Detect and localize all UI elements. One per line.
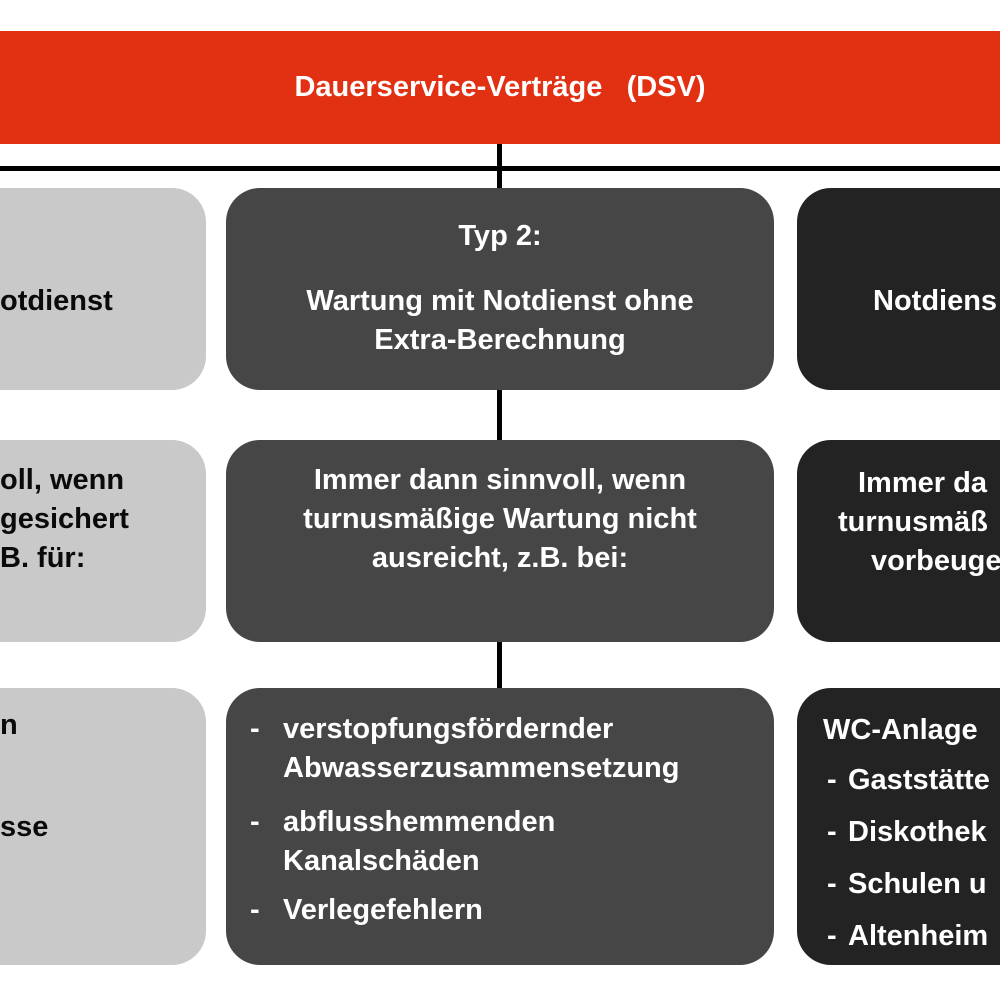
type-label: Typ 2:	[458, 220, 542, 252]
connector-vertical-row1-row2	[497, 390, 502, 440]
left-box-examples: n sse	[0, 688, 206, 965]
list-item: - Schulen u	[827, 865, 1000, 904]
bullet-dash: -	[827, 764, 837, 796]
header-bar: Dauerservice-Verträge (DSV)	[0, 31, 1000, 144]
bullet-dash: -	[827, 868, 837, 900]
text-line: sse	[0, 811, 49, 843]
connector-vertical-row2-row3	[497, 642, 502, 688]
left-box-title-text: otdienst	[0, 285, 113, 317]
text-line: B. für:	[0, 542, 86, 574]
list-item-text: Verlegefehlern	[283, 894, 483, 926]
text-line: n	[0, 709, 18, 741]
list-item-text: Schulen u	[848, 868, 987, 900]
list-item-text: abflusshemmenden Kanalschäden	[283, 806, 556, 877]
middle-box-usecase: Immer dann sinnvoll, wenn turnusmäßige W…	[226, 440, 774, 642]
text-line: Immer da	[858, 467, 987, 499]
right-box-title: Notdiens	[797, 188, 1000, 390]
examples-heading: WC-Anlage	[823, 714, 978, 746]
list-item: - Diskothek	[827, 813, 1000, 852]
list-item-text: Diskothek	[848, 816, 987, 848]
text-line: vorbeuge	[871, 545, 1000, 577]
bullet-dash: -	[250, 894, 260, 926]
type-description: Wartung mit Notdienst ohne Extra-Berechn…	[306, 285, 694, 356]
left-box-title: otdienst	[0, 188, 206, 390]
middle-box-usecase-text: Immer dann sinnvoll, wenn turnusmäßige W…	[303, 464, 697, 574]
text-line: turnusmäß	[838, 506, 988, 538]
header-title: Dauerservice-Verträge (DSV)	[294, 71, 706, 103]
middle-box-title-text: Typ 2: Wartung mit Notdienst ohne Extra-…	[236, 217, 764, 360]
list-item: - verstopfungsfördernder Abwasserzusamme…	[250, 710, 766, 788]
list-item: - abflusshemmenden Kanalschäden	[250, 803, 766, 881]
bullet-dash: -	[827, 920, 837, 952]
right-box-usecase-text: Immer da turnusmäß vorbeuge	[797, 464, 1000, 581]
middle-box-examples: - verstopfungsfördernder Abwasserzusamme…	[226, 688, 774, 965]
middle-box-title: Typ 2: Wartung mit Notdienst ohne Extra-…	[226, 188, 774, 390]
text-line: oll, wenn	[0, 464, 125, 496]
list-item: - Gaststätte	[827, 761, 1000, 800]
list-item: - Verlegefehlern	[250, 891, 766, 930]
bullet-dash: -	[827, 816, 837, 848]
connector-vertical-header	[497, 144, 502, 188]
list-item: - Altenheim	[827, 917, 1000, 956]
list-item-text: verstopfungsfördernder Abwasserzusammens…	[283, 713, 680, 784]
right-box-usecase: Immer da turnusmäß vorbeuge	[797, 440, 1000, 642]
right-box-examples: WC-Anlage - Gaststätte - Diskothek - Sch…	[797, 688, 1000, 965]
right-box-examples-list: - Gaststätte - Diskothek - Schulen u - A…	[827, 761, 1000, 956]
list-item-text: Gaststätte	[848, 764, 990, 796]
bullet-dash: -	[250, 713, 260, 745]
left-box-usecase-text: oll, wenn gesichert B. für:	[0, 461, 129, 578]
right-box-title-text: Notdiens	[873, 285, 998, 317]
middle-box-examples-list: - verstopfungsfördernder Abwasserzusamme…	[250, 710, 766, 930]
bullet-dash: -	[250, 806, 260, 838]
text-line: gesichert	[0, 503, 129, 535]
list-item-text: Altenheim	[848, 920, 989, 952]
left-box-usecase: oll, wenn gesichert B. für:	[0, 440, 206, 642]
